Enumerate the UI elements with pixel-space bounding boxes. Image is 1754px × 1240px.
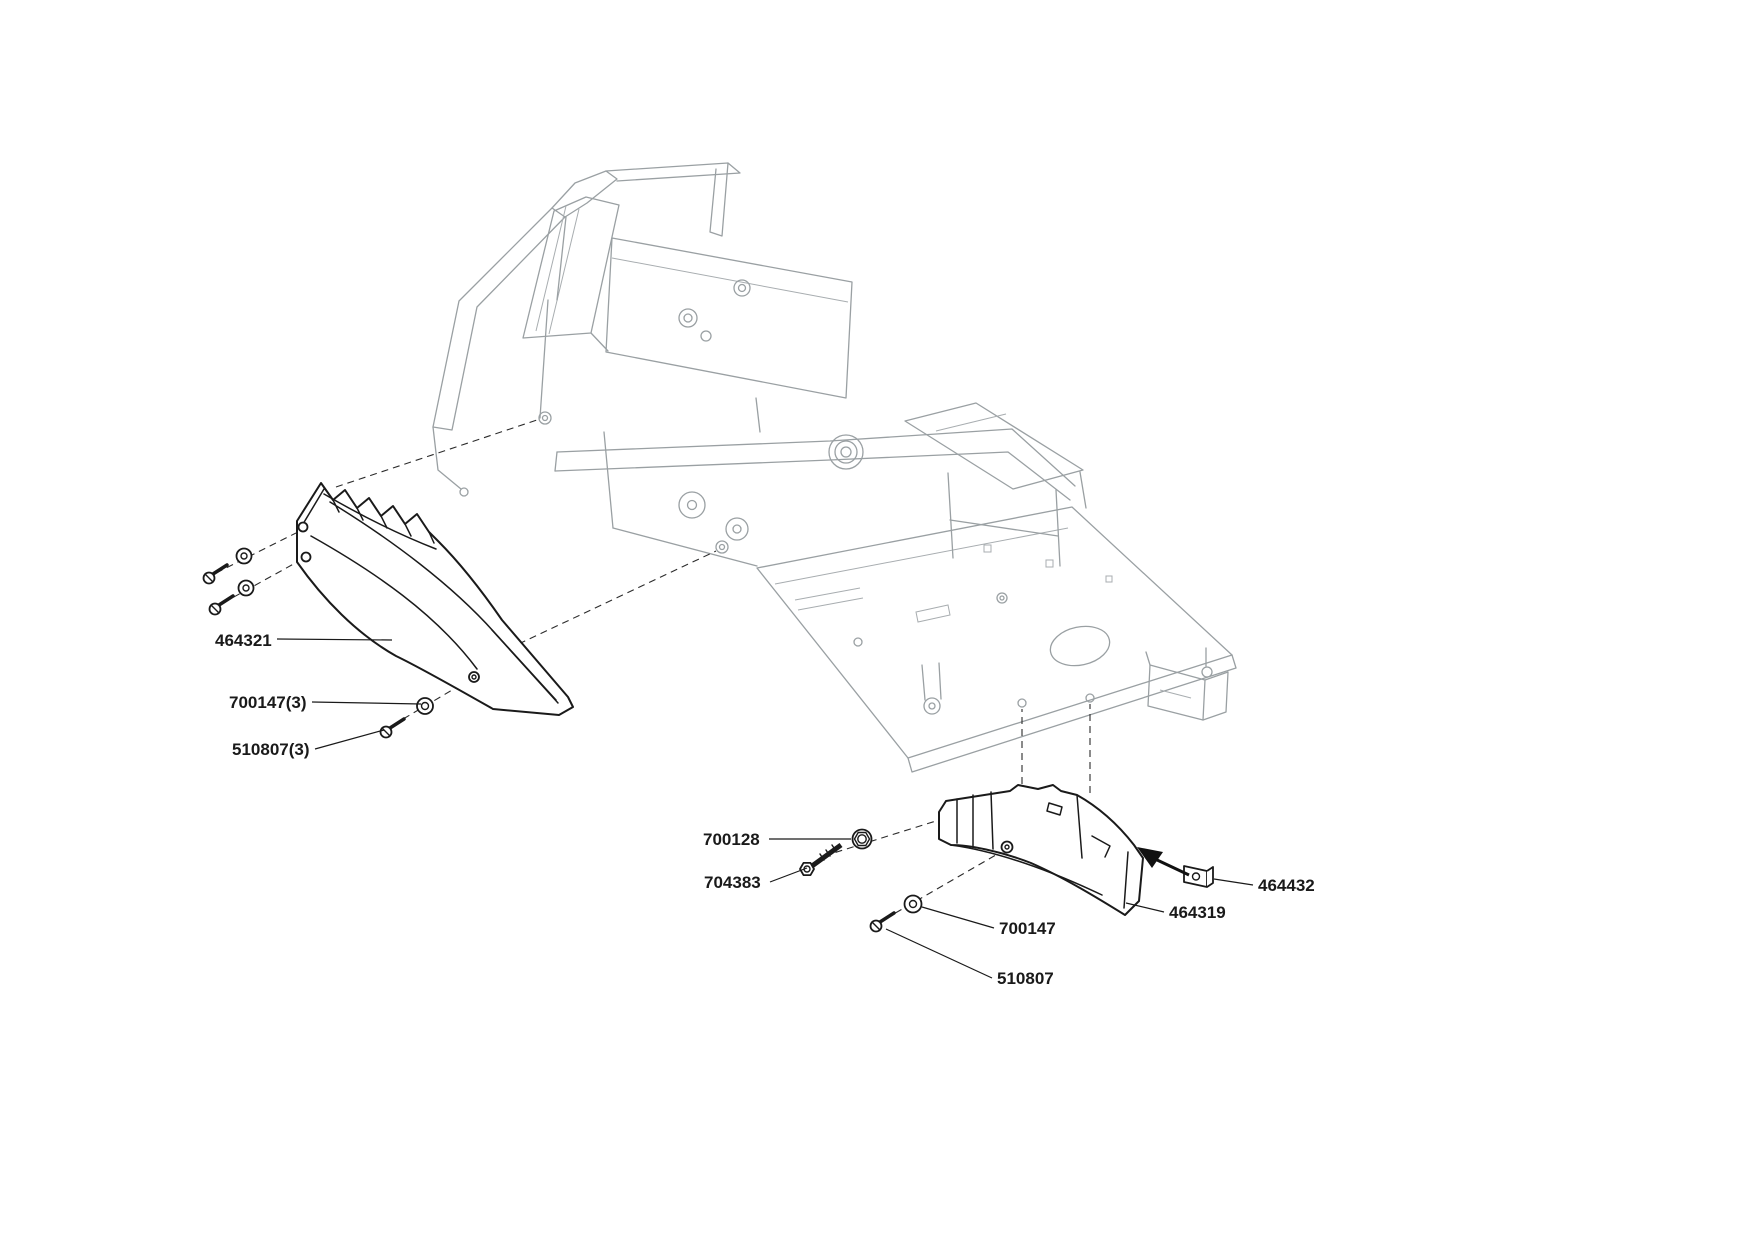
- dash-left-panel-lower: [507, 550, 717, 650]
- chassis-wireframe: [432, 162, 1237, 773]
- label-left-screws: 510807(3): [232, 740, 310, 759]
- label-hex-bolt: 704383: [704, 873, 761, 892]
- dash-right-screw-washer: [884, 851, 1002, 920]
- nut-700128: [851, 828, 873, 850]
- screws-510807-left: [202, 563, 235, 616]
- part-right-side-panel: [938, 784, 1144, 916]
- screw-510807-left-bottom: [379, 717, 406, 739]
- leader-510807-3: [314, 729, 385, 750]
- leader-464432: [1213, 878, 1254, 886]
- label-clip: 464432: [1258, 876, 1315, 895]
- label-left-panel: 464321: [215, 631, 272, 650]
- dash-left-panel-upper: [335, 418, 541, 488]
- dash-left-screw-2: [222, 560, 300, 604]
- leader-700147-3: [311, 701, 422, 705]
- label-washer: 700147: [999, 919, 1056, 938]
- washer-700147-left-bottom: [416, 697, 434, 715]
- dash-bolt-nut: [823, 820, 937, 857]
- label-screw: 510807: [997, 969, 1054, 988]
- washer-700147-right: [903, 894, 923, 914]
- washers-700147-left: [235, 547, 255, 597]
- bolt-704383: [799, 842, 843, 876]
- leader-700147: [921, 906, 995, 929]
- direction-arrow-icon: [1137, 847, 1190, 877]
- leader-704383: [769, 867, 808, 883]
- label-right-panel: 464319: [1169, 903, 1226, 922]
- part-labels: 464321 700147(3) 510807(3) 700128 704383…: [215, 631, 1315, 988]
- leader-lines: [276, 638, 1254, 979]
- label-left-washers: 700147(3): [229, 693, 307, 712]
- leader-510807: [885, 928, 993, 979]
- label-flange-nut: 700128: [703, 830, 760, 849]
- dash-left-screw-1: [215, 532, 297, 574]
- clip-464432: [1183, 865, 1214, 888]
- leader-464319: [1125, 902, 1165, 913]
- part-left-side-panel: [296, 482, 574, 716]
- screw-510807-right: [869, 911, 896, 933]
- leader-464321: [276, 638, 393, 641]
